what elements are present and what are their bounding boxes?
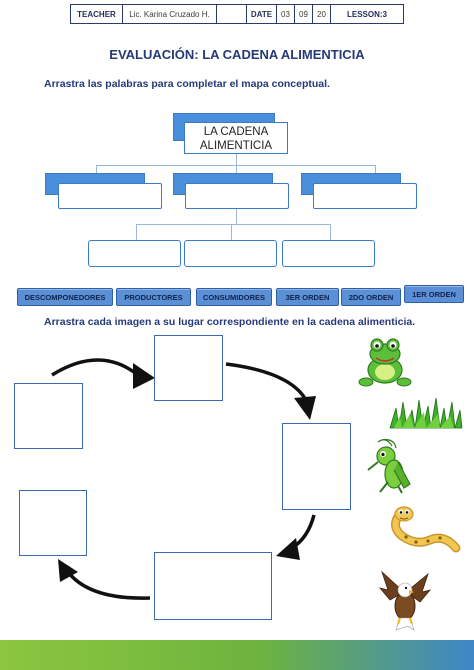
map-instruction: Arrastra las palabras para completar el … <box>44 78 330 90</box>
arrow-bottom-right <box>291 514 316 550</box>
arrow-top-left <box>51 358 140 377</box>
arrowhead <box>133 363 155 389</box>
root-node-line2: ALIMENTICIA <box>199 140 273 152</box>
cycle-drop-zone-right[interactable] <box>282 423 351 510</box>
date-day: 03 <box>277 5 295 23</box>
map-connector <box>231 224 232 240</box>
teacher-label: TEACHER <box>71 5 123 23</box>
word-chip-3er-orden[interactable]: 3ER ORDEN <box>276 288 339 306</box>
cycle-drop-zone-bottom[interactable] <box>154 552 272 620</box>
map-connector <box>375 165 376 175</box>
cycle-instruction: Arrastra cada imagen a su lugar correspo… <box>44 316 416 328</box>
header-spacer <box>217 5 247 23</box>
level2-drop-zone-3[interactable] <box>282 240 375 267</box>
arrowhead <box>276 538 300 560</box>
word-chip-productores[interactable]: PRODUCTORES <box>116 288 191 306</box>
word-chip-consumidores[interactable]: CONSUMIDORES <box>196 288 272 306</box>
arrow-top-right <box>225 362 308 401</box>
date-year: 20 <box>313 5 331 23</box>
level2-drop-zone-2[interactable] <box>184 240 277 267</box>
root-node-line1: LA CADENA <box>203 126 269 138</box>
map-connector <box>236 165 237 175</box>
date-month: 09 <box>295 5 313 23</box>
frog-icon[interactable] <box>358 334 412 390</box>
page-title: EVALUACIÓN: LA CADENA ALIMENTICIA <box>109 47 365 62</box>
grass-icon[interactable] <box>388 396 464 430</box>
word-chip-2do-orden[interactable]: 2DO ORDEN <box>341 288 401 306</box>
teacher-value: Lic. Karina Cruzado H. <box>123 5 217 23</box>
footer-bar <box>0 640 474 670</box>
eagle-icon[interactable] <box>378 568 432 634</box>
map-connector <box>330 224 331 240</box>
word-chip-1er-orden[interactable]: 1ER ORDEN <box>404 285 464 303</box>
arrow-bottom-left <box>66 570 151 600</box>
map-connector <box>236 154 237 166</box>
arrowhead <box>294 396 316 420</box>
cycle-drop-zone-bottom-left[interactable] <box>19 490 87 556</box>
map-connector <box>136 224 137 240</box>
snake-icon[interactable] <box>386 504 464 556</box>
level2-drop-zone-1[interactable] <box>88 240 181 267</box>
level1-drop-zone-1[interactable] <box>58 183 162 209</box>
header-bar: TEACHER Lic. Karina Cruzado H. DATE 03 0… <box>70 4 404 24</box>
map-connector <box>236 209 237 225</box>
map-connector <box>96 165 97 175</box>
cycle-drop-zone-left[interactable] <box>14 383 83 449</box>
arrowhead <box>58 559 78 582</box>
level1-drop-zone-3[interactable] <box>313 183 417 209</box>
level1-drop-zone-2[interactable] <box>185 183 289 209</box>
cycle-drop-zone-top[interactable] <box>154 335 223 401</box>
grasshopper-icon[interactable] <box>364 436 414 494</box>
lesson-label: LESSON:3 <box>346 9 387 19</box>
date-label: DATE <box>247 5 277 23</box>
root-node: LA CADENA ALIMENTICIA <box>184 122 288 154</box>
map-connector <box>136 224 331 225</box>
word-chip-descomponedores[interactable]: DESCOMPONEDORES <box>17 288 113 306</box>
